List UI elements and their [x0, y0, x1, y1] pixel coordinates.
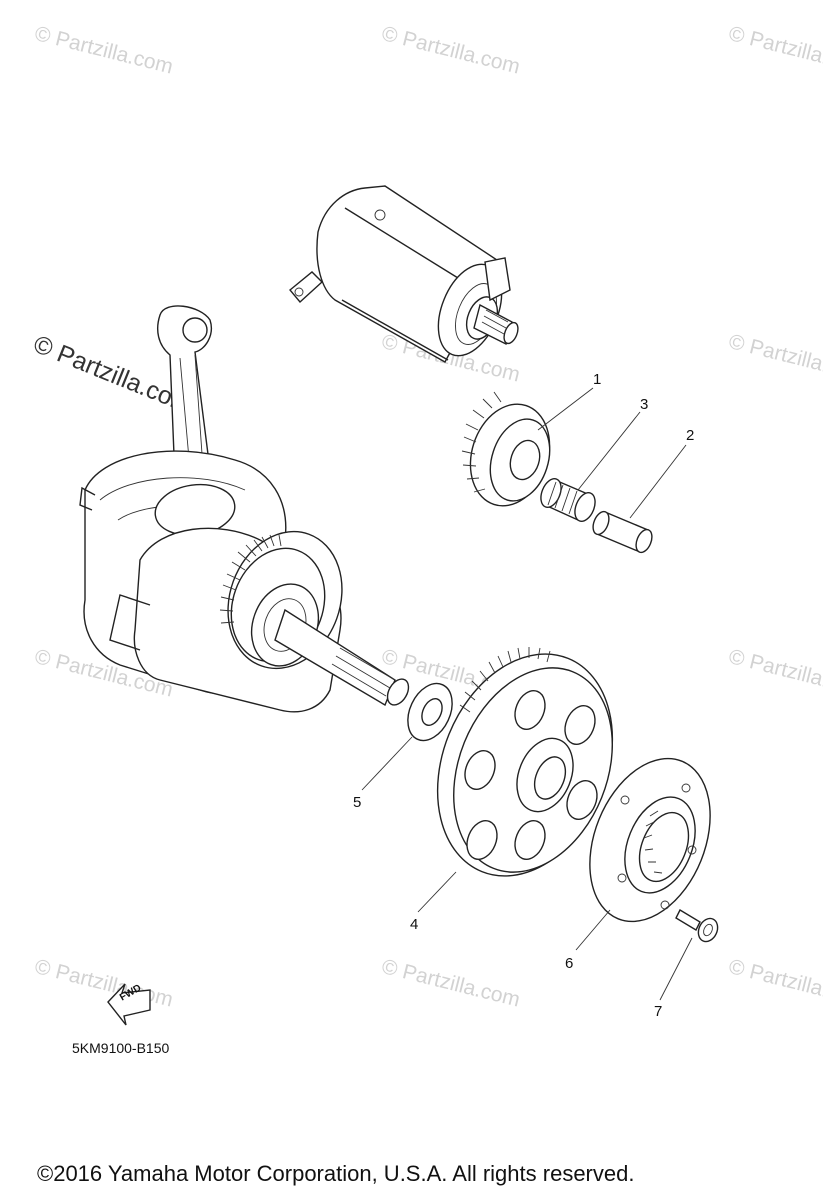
crankshaft: [79, 305, 410, 713]
part-5-washer: [407, 682, 453, 742]
part-6-one-way-clutch: [589, 757, 711, 923]
callout-6: 6: [565, 955, 574, 972]
fwd-arrow-icon: [107, 983, 151, 1026]
callout-3: 3: [640, 396, 649, 413]
part-2-pin: [592, 510, 653, 554]
diagram-code: 5KM9100-B150: [72, 1040, 170, 1056]
part-3-bearing: [540, 477, 596, 523]
copyright-notice: ©2016 Yamaha Motor Corporation, U.S.A. A…: [37, 1161, 635, 1186]
callout-7: 7: [654, 1003, 663, 1020]
callout-5: 5: [353, 794, 362, 811]
callout-4: 4: [410, 916, 419, 933]
starter-motor: [289, 185, 519, 363]
leader-lines: [361, 387, 693, 1001]
callout-1: 1: [593, 371, 602, 388]
part-1-idle-gear: [461, 391, 551, 507]
callout-2: 2: [686, 427, 695, 444]
part-7-bolt: [675, 909, 719, 943]
part-4-starter-wheel-gear: [436, 647, 614, 877]
